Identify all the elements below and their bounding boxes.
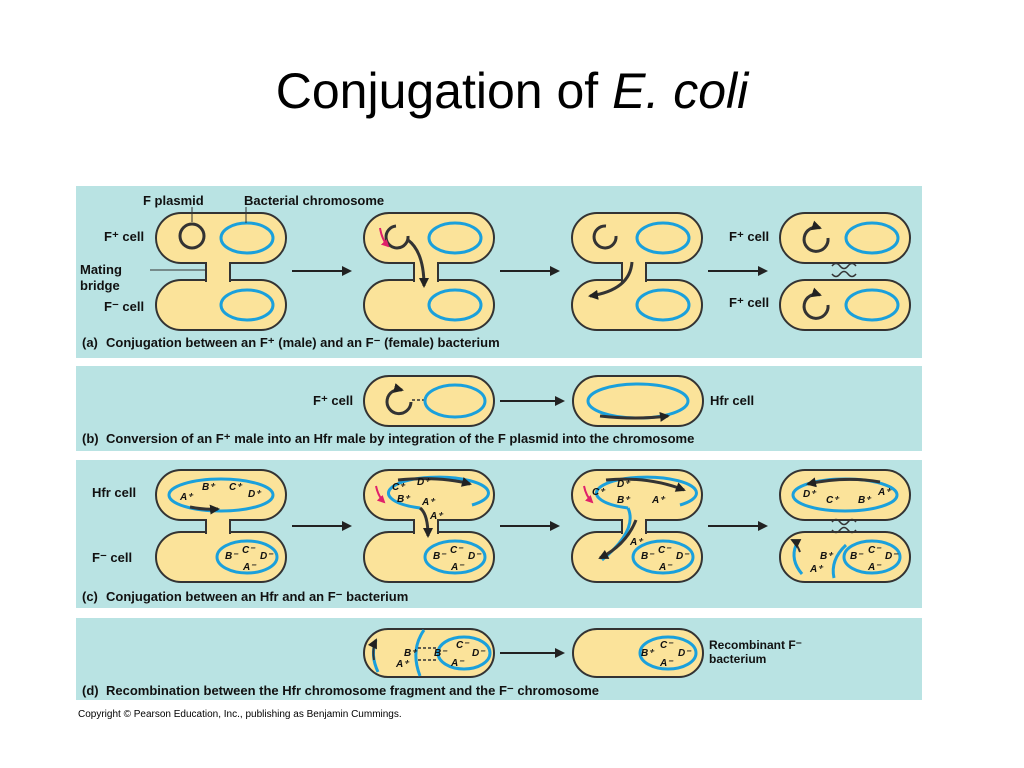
panel-c: Hfr cell F⁻ cell A⁺ B⁺ C⁺ D⁺ B⁻ C⁻ D⁻ A⁻	[76, 460, 922, 608]
gene-a-minus: A⁻	[659, 658, 674, 669]
gene-c-minus: C⁻	[456, 640, 470, 651]
gene-b-minus: B⁻	[850, 551, 864, 562]
gene-c-minus: C⁻	[868, 545, 882, 556]
title-italic: E. coli	[612, 63, 749, 119]
panel-c-stage4: D⁺ C⁺ B⁺ A⁺ B⁺ A⁺ B⁻ C⁻ D⁻ A⁻	[779, 469, 911, 583]
gene-a-minus: A⁻	[658, 562, 673, 573]
gene-a-plus: A⁺	[629, 537, 644, 548]
gene-a-minus: A⁻	[450, 562, 465, 573]
gene-b-plus: B⁺	[397, 494, 411, 505]
gene-c-plus: C⁺	[592, 487, 606, 498]
gene-d-plus: D⁺	[248, 489, 262, 500]
panel-d: B⁺ A⁺ B⁻ C⁻ D⁻ A⁻ B⁺ C⁻ D⁻ A⁻ Recombinan…	[76, 618, 922, 700]
panel-c-stage1: A⁺ B⁺ C⁺ D⁺ B⁻ C⁻ D⁻ A⁻	[155, 469, 287, 583]
gene-b-minus: B⁻	[225, 551, 239, 562]
panel-a: F plasmid Bacterial chromosome F⁺ cell M…	[76, 186, 922, 358]
label-f-plasmid: F plasmid	[143, 193, 204, 208]
gene-a-minus: A⁻	[867, 562, 882, 573]
gene-b-plus: B⁺	[820, 551, 834, 562]
gene-c-minus: C⁻	[658, 545, 672, 556]
label-mating: Mating	[80, 262, 122, 277]
panel-b-fplus-cell	[363, 375, 495, 427]
label-bacterial-chromosome: Bacterial chromosome	[244, 193, 384, 208]
panel-b: F⁺ cell Hfr cell (b) Conversion of an F⁺…	[76, 366, 922, 451]
gene-c-minus: C⁻	[660, 640, 674, 651]
gene-c-minus: C⁻	[242, 545, 256, 556]
caption-c: Conjugation between an Hfr and an F⁻ bac…	[106, 589, 408, 604]
panel-b-hfr-cell	[572, 375, 704, 427]
label-fminus-c: F⁻ cell	[92, 550, 132, 565]
label-fplus-right-bottom: F⁺ cell	[729, 295, 769, 310]
caption-b-letter: (b)	[82, 431, 99, 446]
slide-title: Conjugation of E. coli	[0, 62, 1024, 120]
gene-b-plus: B⁺	[617, 495, 631, 506]
gene-a-plus: A⁺	[395, 659, 410, 670]
panel-a-stage3	[571, 212, 703, 331]
gene-d-plus: D⁺	[617, 479, 631, 490]
gene-a-plus: A⁺	[179, 492, 194, 503]
panel-c-stage2: C⁺ D⁺ B⁺ A⁺ A⁺ B⁻ C⁻ D⁻ A⁻	[363, 469, 495, 583]
panel-a-background	[76, 186, 922, 358]
caption-a: Conjugation between an F⁺ (male) and an …	[106, 335, 500, 350]
panel-d-background	[76, 618, 922, 700]
caption-d: Recombination between the Hfr chromosome…	[106, 683, 599, 698]
label-fplus-b: F⁺ cell	[313, 393, 353, 408]
label-hfr-b: Hfr cell	[710, 393, 754, 408]
gene-d-minus: D⁻	[678, 648, 692, 659]
gene-b-plus: B⁺	[404, 648, 418, 659]
gene-d-minus: D⁻	[676, 551, 690, 562]
label-hfr-c: Hfr cell	[92, 485, 136, 500]
label-recombinant-2: bacterium	[709, 652, 766, 666]
gene-b-minus: B⁻	[641, 551, 655, 562]
gene-d-minus: D⁻	[468, 551, 482, 562]
gene-d-minus: D⁻	[472, 648, 486, 659]
panel-c-stage3: C⁺ D⁺ B⁺ A⁺ A⁺ B⁻ C⁻ D⁻ A⁻	[571, 469, 703, 583]
f-plasmid	[178, 222, 206, 250]
gene-b-minus: B⁻	[433, 551, 447, 562]
label-bridge: bridge	[80, 278, 120, 293]
panel-b-background	[76, 366, 922, 451]
gene-a-minus: A⁻	[242, 562, 257, 573]
bacterial-chromosome	[219, 221, 275, 255]
title-main: Conjugation of	[275, 63, 613, 119]
gene-c-plus: C⁺	[826, 495, 840, 506]
gene-b-plus: B⁺	[202, 482, 216, 493]
gene-b-plus: B⁺	[858, 495, 872, 506]
gene-a-plus: A⁺	[421, 497, 436, 508]
gene-d-plus: D⁺	[803, 489, 817, 500]
label-recombinant-1: Recombinant F⁻	[709, 638, 802, 652]
panel-d-recombinant-cell: B⁺ C⁻ D⁻ A⁻	[572, 628, 704, 678]
panel-a-stage1	[150, 207, 287, 331]
copyright: Copyright © Pearson Education, Inc., pub…	[78, 709, 402, 720]
label-fplus-right-top: F⁺ cell	[729, 229, 769, 244]
gene-a-plus: A⁺	[809, 564, 824, 575]
panel-a-stage2	[363, 212, 495, 331]
panel-d-cell-before: B⁺ A⁺ B⁻ C⁻ D⁻ A⁻	[363, 628, 495, 678]
gene-a-minus: A⁻	[450, 658, 465, 669]
caption-b: Conversion of an F⁺ male into an Hfr mal…	[106, 431, 694, 446]
gene-d-plus: D⁺	[417, 477, 431, 488]
caption-c-letter: (c)	[82, 589, 98, 604]
label-fplus-cell: F⁺ cell	[104, 229, 144, 244]
gene-a-plus: A⁺	[651, 495, 666, 506]
gene-d-minus: D⁻	[885, 551, 899, 562]
gene-d-minus: D⁻	[260, 551, 274, 562]
caption-d-letter: (d)	[82, 683, 99, 698]
panel-a-stage4	[779, 212, 911, 331]
gene-a-plus: A⁺	[877, 487, 892, 498]
mating-bridge	[206, 258, 230, 284]
label-fminus-cell: F⁻ cell	[104, 299, 144, 314]
caption-a-letter: (a)	[82, 335, 98, 350]
gene-c-plus: C⁺	[392, 482, 406, 493]
gene-c-plus: C⁺	[229, 482, 243, 493]
gene-b-plus: B⁺	[641, 648, 655, 659]
gene-b-minus: B⁻	[434, 648, 448, 659]
gene-a-plus: A⁺	[429, 511, 444, 522]
bacterial-chromosome	[219, 288, 275, 322]
gene-c-minus: C⁻	[450, 545, 464, 556]
